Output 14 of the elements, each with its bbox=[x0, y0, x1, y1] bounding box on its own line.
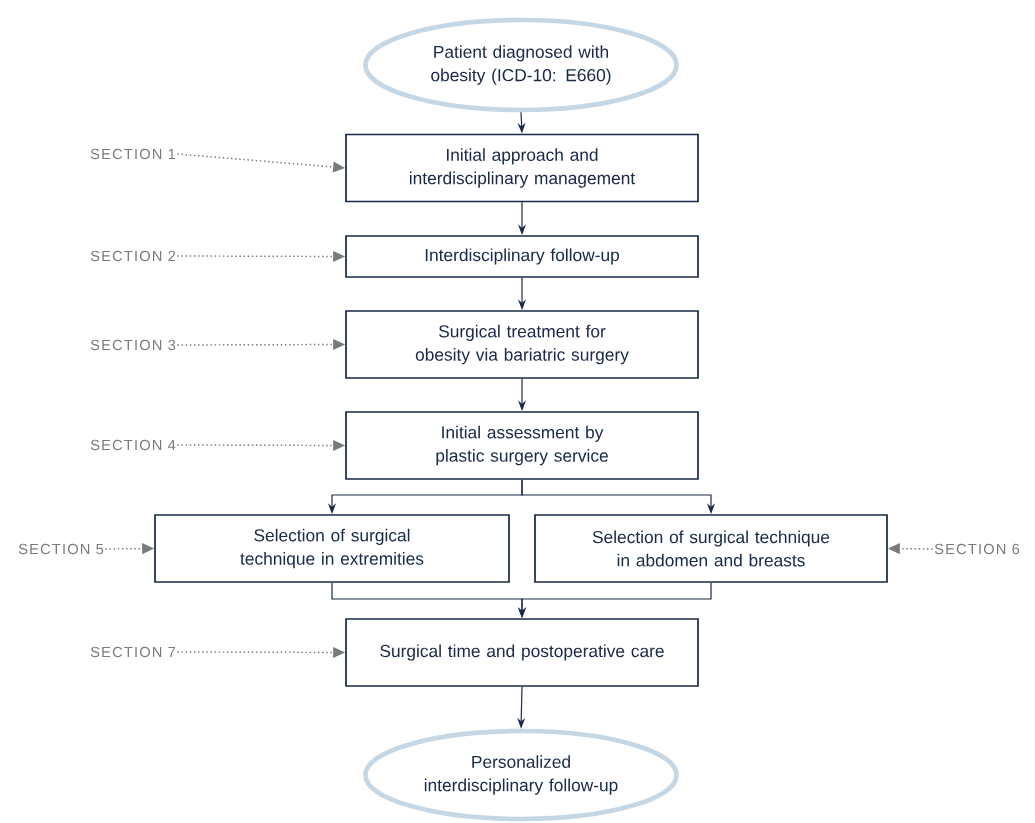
process-box: Surgical treatment for obesity via bariatric surgery bbox=[345, 310, 699, 379]
section-label: SECTION 4 bbox=[90, 439, 176, 451]
process-box: Surgical time and postoperative care bbox=[345, 618, 699, 687]
process-box: Initial assessment by plastic surgery service bbox=[345, 411, 699, 480]
section-label: SECTION 6 bbox=[934, 543, 1020, 555]
process-box: Selection of surgical technique in extremities bbox=[154, 514, 510, 583]
process-box: Interdisciplinary follow-up bbox=[345, 235, 699, 278]
section-label: SECTION 3 bbox=[90, 339, 176, 351]
section-label: SECTION 2 bbox=[90, 250, 176, 262]
process-box: Selection of surgical technique in abdomen and breasts bbox=[534, 514, 888, 583]
section-label: SECTION 1 bbox=[90, 148, 176, 160]
section-label: SECTION 7 bbox=[90, 646, 176, 658]
process-box: Initial approach and interdisciplinary management bbox=[345, 133, 699, 203]
section-label: SECTION 5 bbox=[18, 543, 104, 555]
